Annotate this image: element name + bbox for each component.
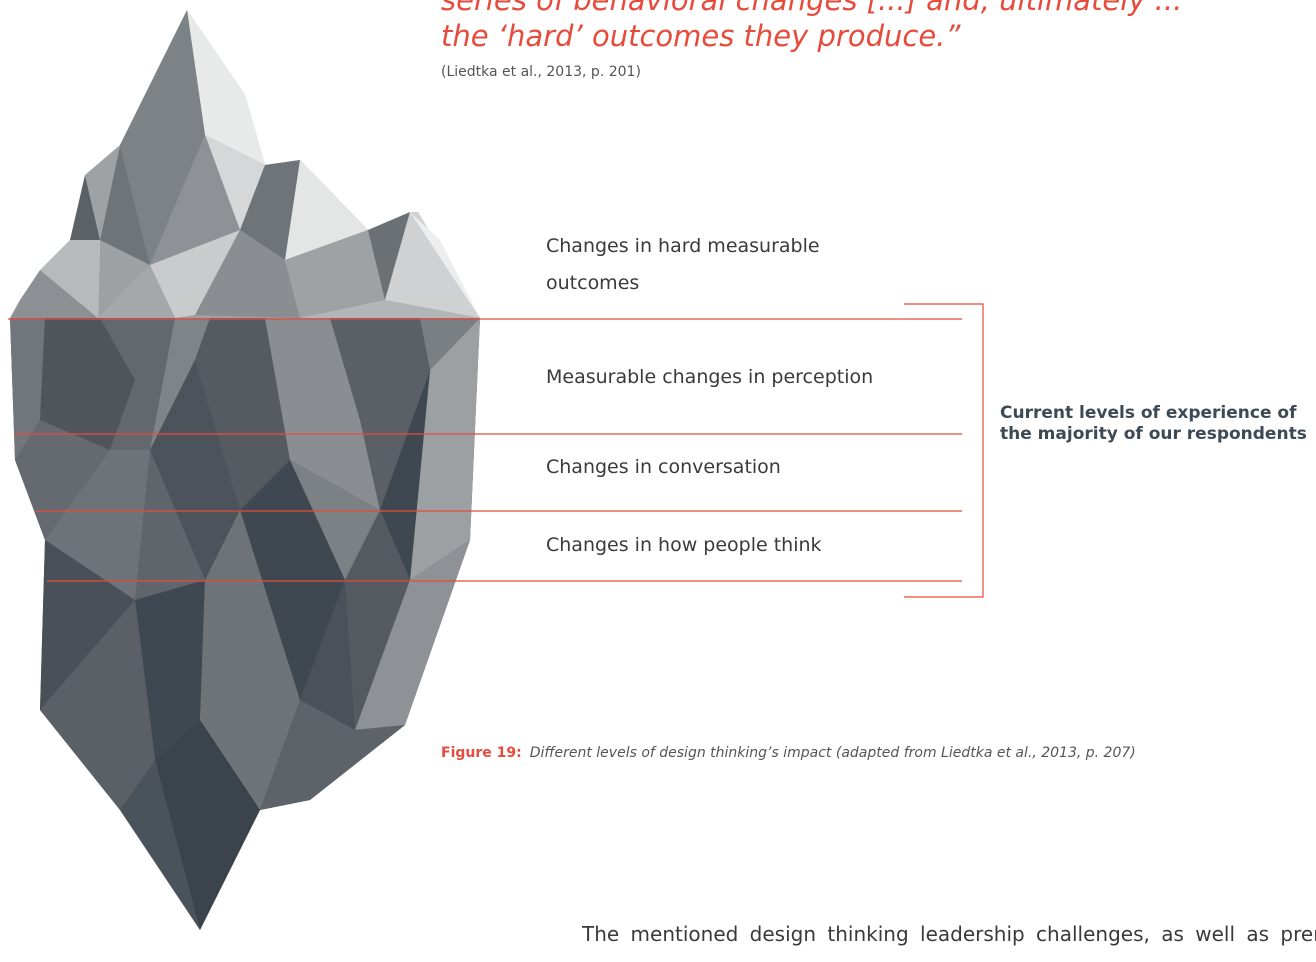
iceberg-tip bbox=[10, 10, 480, 318]
figure-number: Figure 19: bbox=[441, 745, 522, 761]
level-conversation: Changes in conversation bbox=[546, 456, 781, 478]
level-hard-outcomes: Changes in hard measurable outcomes bbox=[546, 235, 820, 294]
level-lines bbox=[8, 318, 962, 582]
quote: series of behavioral changes [...] and, … bbox=[441, 0, 1301, 54]
quote-line-2: the ‘hard’ outcomes they produce.” bbox=[441, 19, 961, 53]
level-perception: Measurable changes in perception bbox=[546, 366, 874, 388]
figure-caption: Figure 19: Different levels of design thi… bbox=[441, 745, 1136, 761]
bracket-label: Current levels of experience of the majo… bbox=[1000, 403, 1307, 444]
iceberg-body bbox=[10, 318, 480, 930]
bracket bbox=[904, 303, 984, 598]
body-paragraph: The mentioned design thinking leadership… bbox=[582, 922, 1316, 946]
quote-citation: (Liedtka et al., 2013, p. 201) bbox=[441, 64, 641, 80]
figure-caption-text: Different levels of design thinking’s im… bbox=[529, 745, 1136, 761]
level-thinking: Changes in how people think bbox=[546, 534, 822, 556]
quote-line-1: series of behavioral changes [...] and, … bbox=[441, 0, 1183, 17]
